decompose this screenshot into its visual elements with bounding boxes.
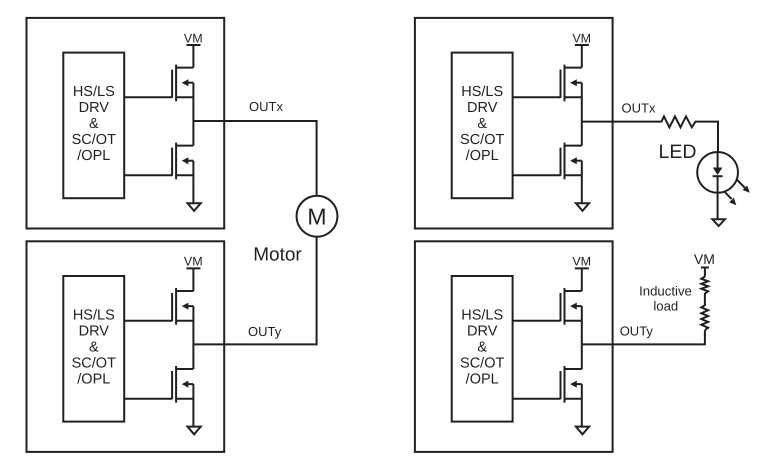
svg-text:Inductive: Inductive [639, 283, 692, 298]
svg-text:OUTy: OUTy [620, 324, 654, 339]
svg-text:OUTx: OUTx [622, 101, 656, 116]
svg-text:LED: LED [659, 141, 697, 163]
svg-text:M: M [307, 204, 326, 230]
svg-text:VM: VM [694, 251, 715, 267]
svg-text:Motor: Motor [253, 244, 302, 265]
svg-text:OUTx: OUTx [249, 99, 283, 114]
svg-text:load: load [653, 299, 678, 314]
svg-text:OUTy: OUTy [248, 324, 282, 339]
